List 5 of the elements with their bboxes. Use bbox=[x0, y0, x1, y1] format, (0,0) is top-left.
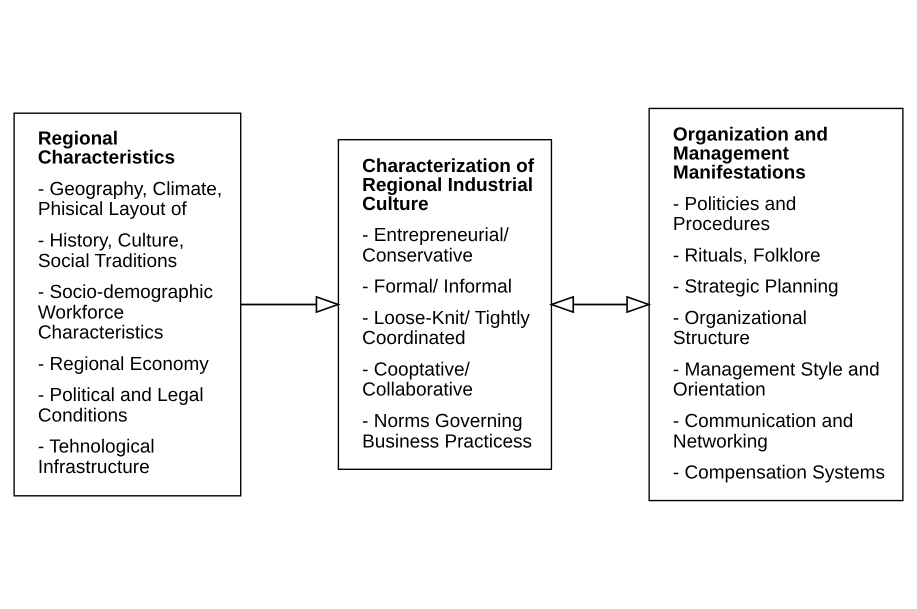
node-box: Characterization of Regional Industrial Culture - Entrepreneurial/ Conservative - Formal/ Informal - Loose-Knit/ Tightly Coordinated - Cooptative/ Collaborative - Norms Governing Business Practicess bbox=[338, 138, 552, 470]
arrow bbox=[241, 296, 341, 314]
node-box: Organization and Management Manifestations - Politicies and Procedures - Rituals, Folklore - Strategic Planning - Organizational Structure - Management Style and Orientation - Communication and Networking - Compensation Systems bbox=[648, 108, 904, 502]
arrow bbox=[549, 296, 652, 314]
node-box: Regional Characteristics - Geography, Climate, Phisical Layout of - History, Culture, Social Traditions - Socio-demographic Workforce Characteristics - Regional Economy - Political and Legal Conditions - Tehnological Infrastructure bbox=[13, 112, 242, 496]
